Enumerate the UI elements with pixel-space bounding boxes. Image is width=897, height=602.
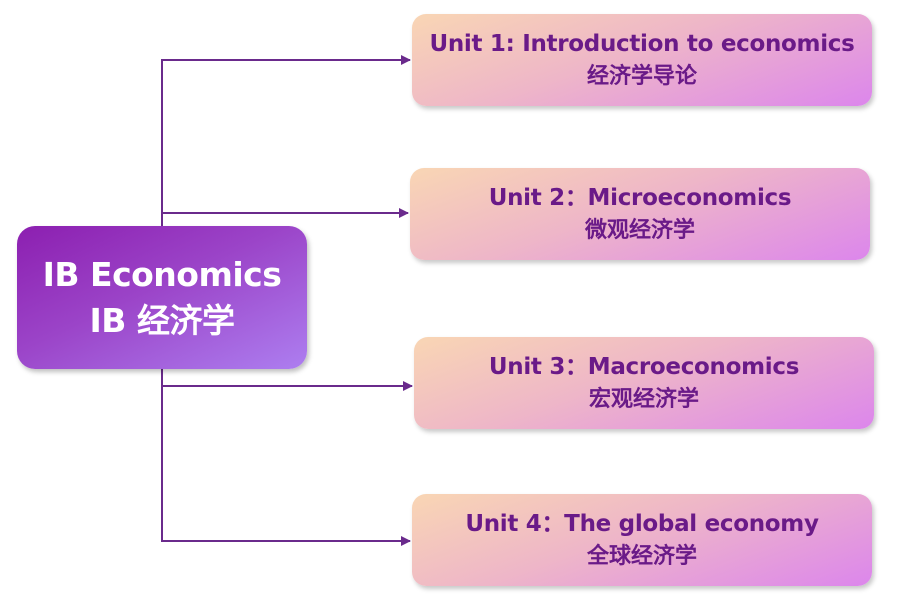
unit-title-en: Unit 4：The global economy <box>465 511 819 537</box>
root-node-ib-economics: IB Economics IB 经济学 <box>17 226 307 369</box>
root-title-en: IB Economics <box>42 254 282 294</box>
unit-node-1: Unit 1: Introduction to economics 经济学导论 <box>412 14 872 106</box>
unit-title-en: Unit 1: Introduction to economics <box>429 31 855 57</box>
unit-title-zh: 经济学导论 <box>586 64 697 89</box>
root-title-zh: IB 经济学 <box>89 300 235 340</box>
unit-node-4: Unit 4：The global economy 全球经济学 <box>412 494 872 586</box>
unit-title-zh: 微观经济学 <box>584 218 695 243</box>
unit-node-3: Unit 3：Macroeconomics 宏观经济学 <box>414 337 874 429</box>
unit-title-en: Unit 3：Macroeconomics <box>488 354 800 380</box>
unit-title-zh: 宏观经济学 <box>588 387 699 412</box>
unit-title-en: Unit 2：Microeconomics <box>488 185 792 211</box>
unit-node-2: Unit 2：Microeconomics 微观经济学 <box>410 168 870 260</box>
unit-title-zh: 全球经济学 <box>586 544 697 569</box>
